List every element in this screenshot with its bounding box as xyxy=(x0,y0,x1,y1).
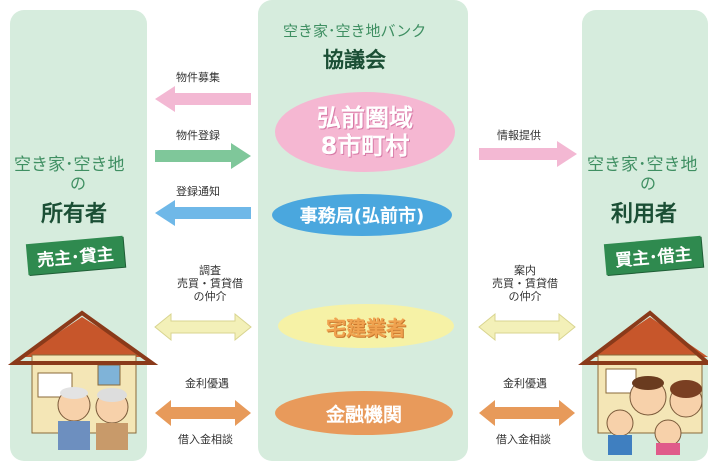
user-role: 利用者 xyxy=(611,202,678,227)
owner-title: 空き家･空き地 xyxy=(14,155,125,175)
user-house-illustration xyxy=(578,310,708,455)
label-right-mid-2: 売買・賃貸借 xyxy=(492,277,558,290)
arrow-register xyxy=(155,143,251,169)
label-register: 物件登録 xyxy=(176,129,220,142)
oval-realtor: 宅建業者 xyxy=(278,304,454,348)
label-left-mid-2: 売買・賃貸借 xyxy=(177,277,243,290)
oval-realtor-label: 宅建業者 xyxy=(326,315,406,340)
label-loan-left: 借入金相談 xyxy=(178,433,233,446)
owner-house-illustration xyxy=(7,310,159,450)
oval-secretariat: 事務局(弘前市) xyxy=(272,194,452,236)
oval-secretariat-label: 事務局(弘前市) xyxy=(299,206,425,227)
owner-role: 所有者 xyxy=(41,202,108,227)
label-left-mid: 調査 売買・賃貸借 の仲介 xyxy=(160,264,260,303)
arrow-finance-left xyxy=(155,400,251,426)
label-loan-right: 借入金相談 xyxy=(496,433,551,446)
arrow-info xyxy=(479,141,577,167)
arrow-finance-right xyxy=(479,400,575,426)
label-recruit: 物件募集 xyxy=(176,71,220,84)
owner-no: の xyxy=(70,174,87,193)
label-left-mid-1: 調査 xyxy=(199,264,221,277)
label-rate-right: 金利優遇 xyxy=(503,377,547,390)
oval-line-1: 弘前圏域 xyxy=(317,104,413,132)
oval-finance-label: 金融機関 xyxy=(325,403,402,426)
label-left-mid-3: の仲介 xyxy=(193,290,227,303)
label-right-mid: 案内 売買・賃貸借 の仲介 xyxy=(475,264,575,303)
label-right-mid-1: 案内 xyxy=(514,264,536,277)
bank-title: 空き家･空き地バンク xyxy=(283,22,427,40)
council-title: 協議会 xyxy=(323,48,386,72)
arrow-realtor-right xyxy=(478,312,576,342)
label-info: 情報提供 xyxy=(497,129,541,142)
arrow-notify xyxy=(155,200,251,226)
user-title: 空き家･空き地 xyxy=(587,155,698,175)
label-rate-left: 金利優遇 xyxy=(185,377,229,390)
label-notify: 登録通知 xyxy=(176,185,220,198)
oval-line-2: 8市町村 xyxy=(320,132,410,160)
arrow-realtor-left xyxy=(154,312,252,342)
label-right-mid-3: の仲介 xyxy=(508,290,542,303)
arrow-recruit xyxy=(155,86,251,112)
user-no: の xyxy=(640,174,657,193)
oval-finance: 金融機関 xyxy=(275,391,453,435)
